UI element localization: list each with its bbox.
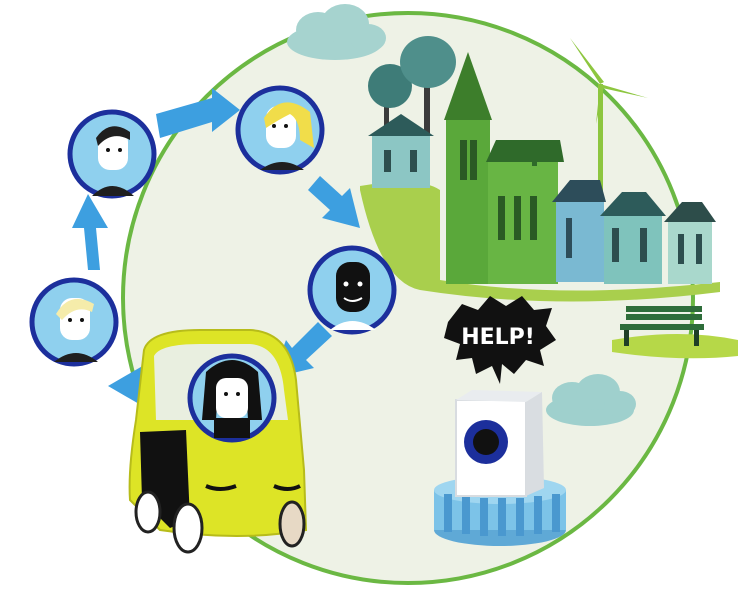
help-text: HELP! (461, 325, 535, 350)
person-avatar-icon (29, 277, 119, 367)
wind-turbine-icon (570, 38, 648, 204)
person-avatar-icon (307, 245, 397, 335)
arrow-icon (308, 176, 360, 228)
arrow-icon (156, 88, 240, 138)
person-avatar-icon (235, 85, 325, 175)
village-ground (360, 181, 720, 302)
church-icon (444, 52, 564, 284)
house-icon (664, 202, 716, 284)
arrow-icon (72, 194, 108, 270)
person-avatar-icon (187, 353, 277, 443)
house-icon (368, 114, 434, 188)
cloud-icon (546, 374, 636, 426)
house-icon (600, 192, 666, 284)
person-avatar-icon (67, 109, 157, 199)
robot-icon (434, 390, 566, 546)
tree-icon (368, 64, 412, 136)
village-lawn (612, 334, 738, 359)
bench-icon (620, 306, 704, 346)
house-icon (552, 180, 606, 282)
tree-icon (400, 36, 456, 140)
cloud-icon (287, 4, 386, 60)
speech-bubble-icon: HELP! (444, 296, 556, 384)
